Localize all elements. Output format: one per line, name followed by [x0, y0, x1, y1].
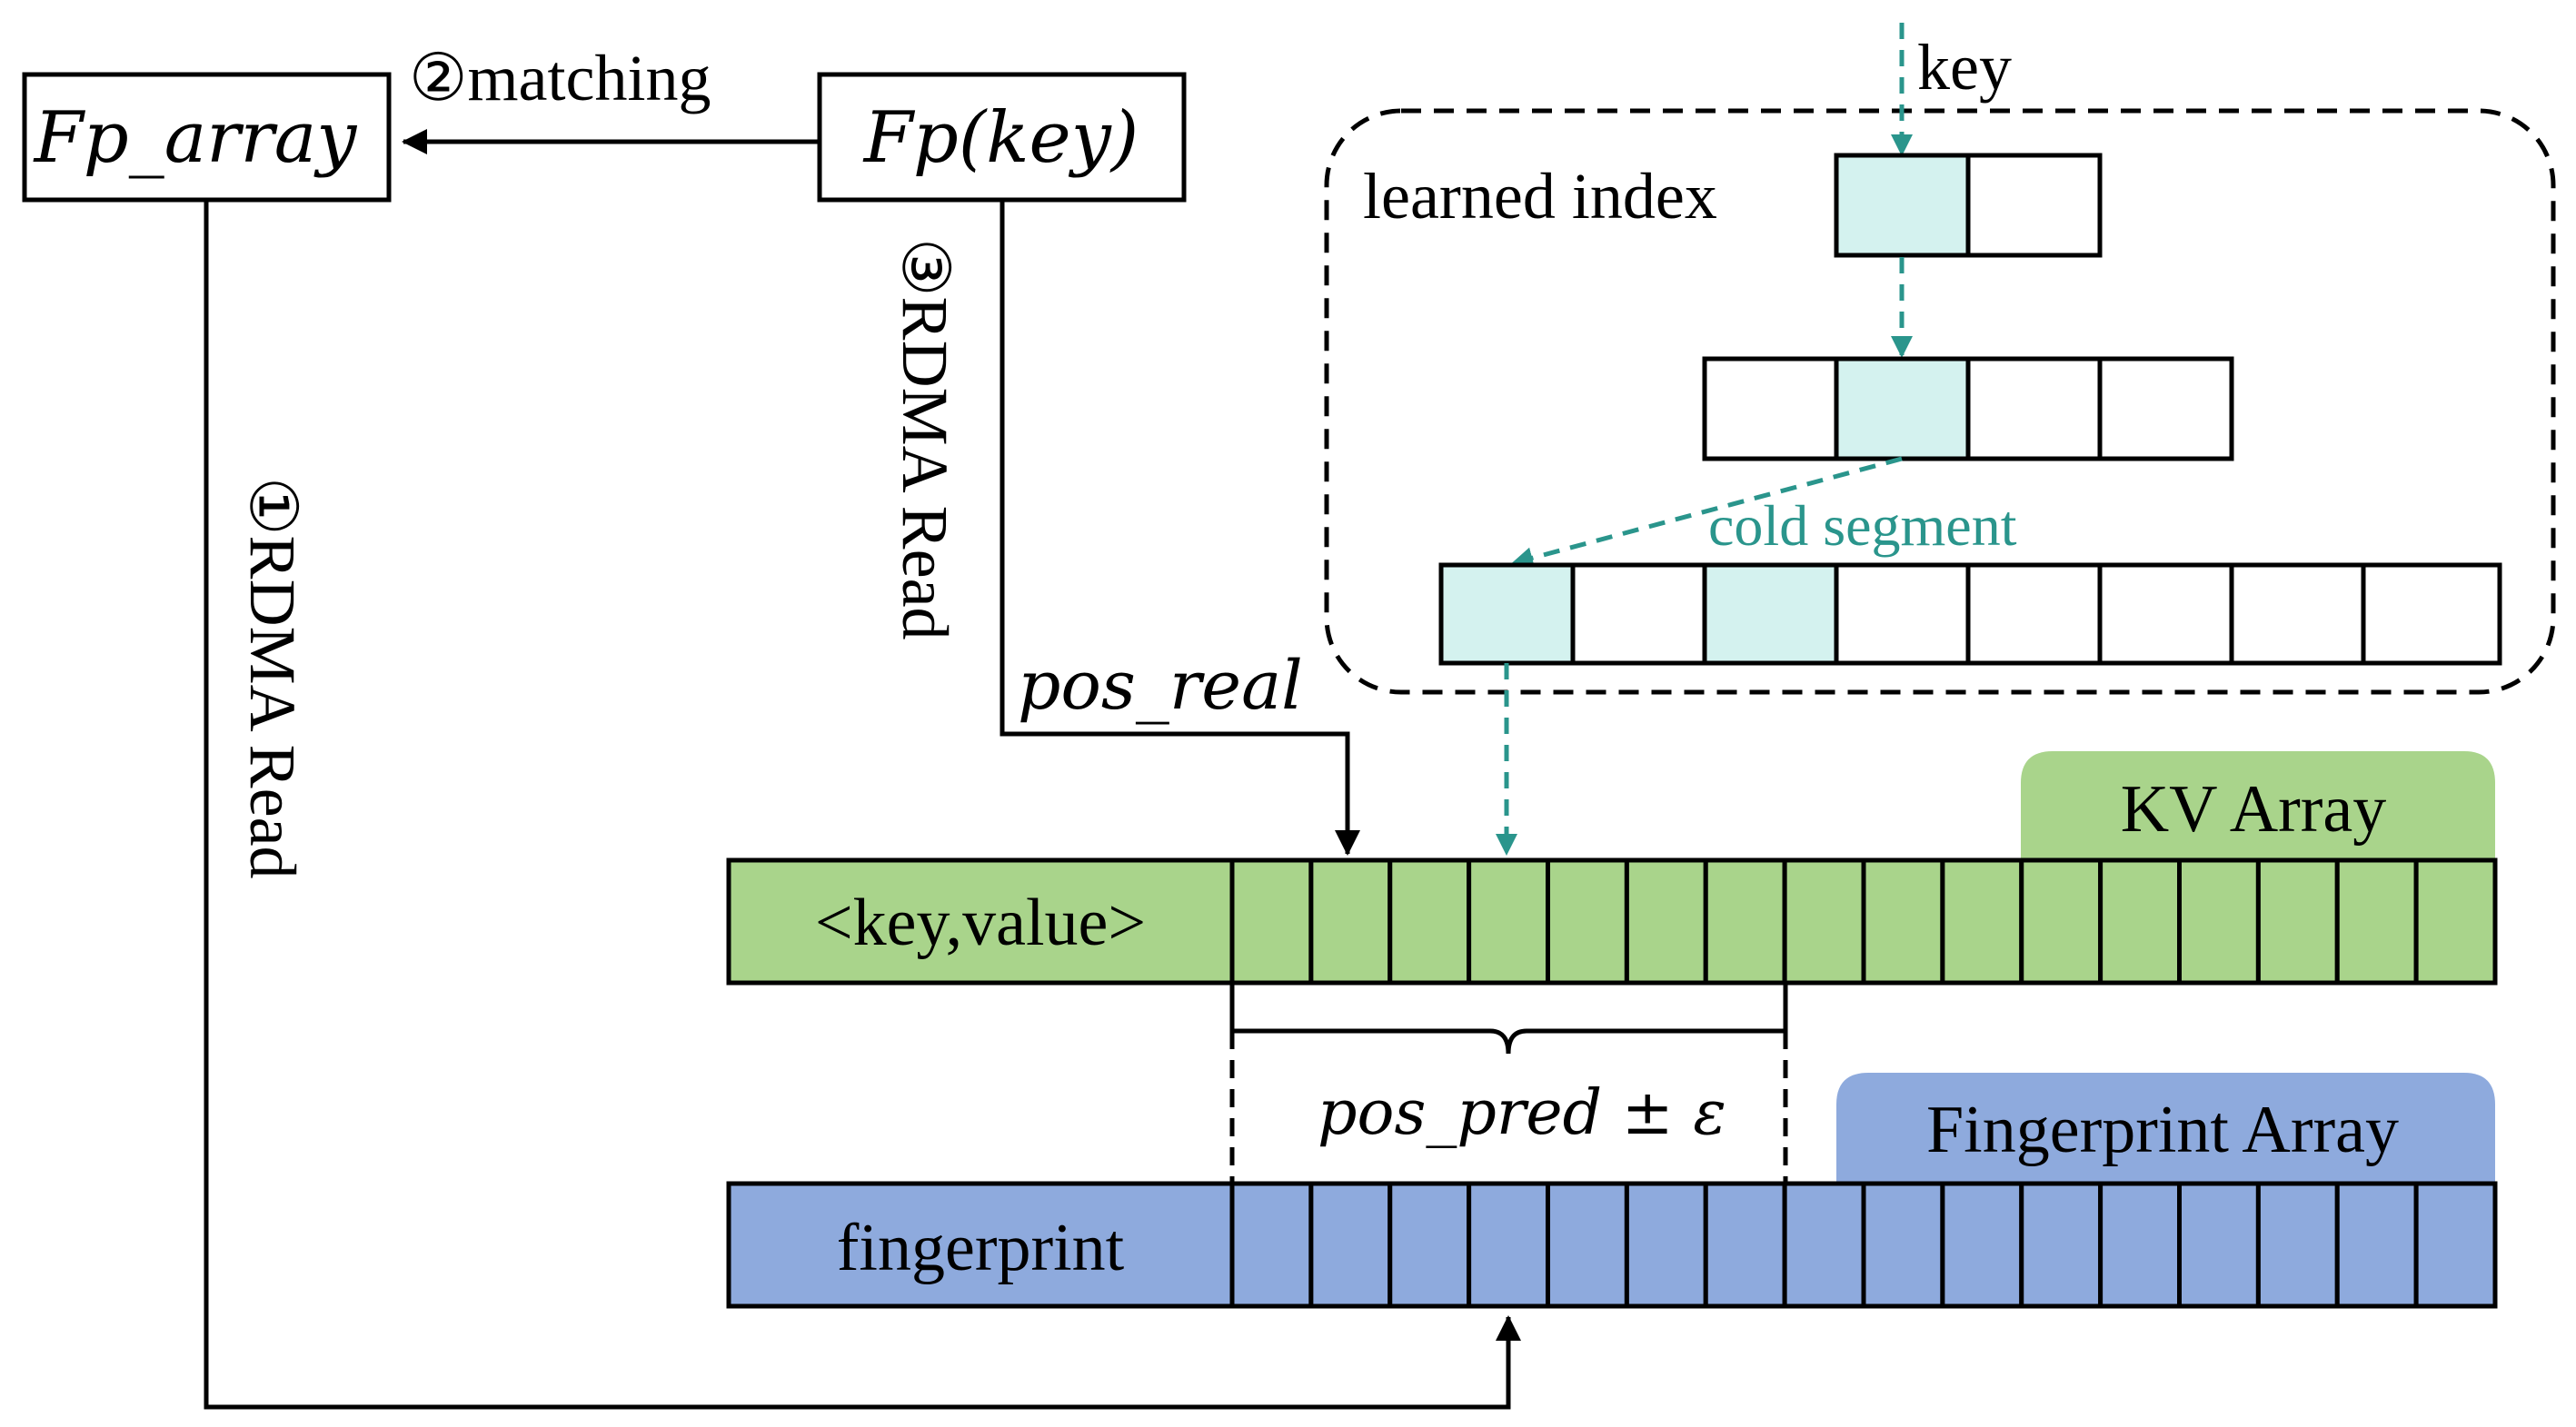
index-cell — [2229, 562, 2366, 666]
index-cell — [2097, 562, 2234, 666]
learned-index-container — [1324, 108, 2556, 695]
rdma-read-3-label: ③RDMA Read — [889, 238, 961, 640]
array-cell — [2098, 857, 2182, 986]
kv-array-tab — [2021, 751, 2495, 860]
array-cell — [2334, 857, 2419, 986]
rdma-read-1-path — [204, 200, 1521, 1410]
array-cell — [1624, 1181, 1708, 1309]
index-cell — [1965, 153, 2103, 258]
array-cell — [1703, 857, 1787, 986]
array-cell — [1782, 1181, 1866, 1309]
array-cell — [1308, 857, 1393, 986]
array-cell — [2019, 1181, 2104, 1309]
array-cell — [1861, 857, 1945, 986]
kv-array-tab-label: KV Array — [2121, 772, 2387, 847]
index-level-3 — [1438, 562, 2502, 666]
array-cell — [1940, 857, 2024, 986]
array-cell — [2098, 1181, 2182, 1309]
index-cell — [1438, 562, 1576, 666]
rdma-read-1-label: ①RDMA Read — [236, 477, 309, 879]
array-cell — [1467, 857, 1550, 986]
rdma-read-3-path — [1000, 200, 1360, 856]
fp-array-label: Fp_array — [33, 97, 358, 179]
level2-to-level3-arrow — [1511, 456, 1903, 569]
index-cell — [1965, 356, 2103, 461]
array-cell — [2019, 857, 2104, 986]
array-cell — [2255, 1181, 2340, 1309]
fp-array-node: Fp_array — [22, 72, 392, 203]
key-label: key — [1917, 31, 2012, 104]
index-cell — [1834, 562, 1971, 666]
array-cell — [1861, 1181, 1945, 1309]
index-level-2 — [1702, 356, 2234, 461]
index-level-1 — [1834, 153, 2103, 258]
array-cell — [1387, 857, 1472, 986]
pos-pred-label: pos_pred ± ε — [1318, 1077, 1726, 1149]
fingerprint-row-label: fingerprint — [837, 1211, 1125, 1285]
kv-row-label: <key,value> — [815, 886, 1146, 960]
array-cell — [2334, 1181, 2419, 1309]
array-cell — [2413, 857, 2498, 986]
array-cell — [2177, 1181, 2261, 1309]
array-cell — [1703, 1181, 1787, 1309]
index-cell — [1834, 153, 1971, 258]
index-cell — [1570, 562, 1707, 666]
array-cell — [2255, 857, 2340, 986]
learned-index-label: learned index — [1363, 160, 1717, 233]
pos-real-label: pos_real — [1018, 647, 1303, 725]
kv-array-row: <key,value> — [726, 857, 2498, 986]
array-cell — [2413, 1181, 2498, 1309]
fp-key-node: Fp(key) — [817, 72, 1187, 203]
array-cell — [1229, 857, 1314, 986]
fingerprint-array-row: fingerprint — [726, 1181, 2498, 1309]
index-cell — [1702, 356, 1839, 461]
array-cell — [1467, 1181, 1550, 1309]
array-cell — [1229, 1181, 1314, 1309]
fp-key-label: Fp(key) — [862, 97, 1139, 179]
index-cell — [2361, 562, 2502, 666]
matching-label: ②matching — [409, 42, 711, 114]
array-cell — [1308, 1181, 1393, 1309]
array-cell — [1782, 857, 1866, 986]
array-cell — [2177, 857, 2261, 986]
fingerprint-array-tab — [1836, 1073, 2495, 1184]
array-cell — [1546, 1181, 1629, 1309]
array-cell — [1940, 1181, 2024, 1309]
fingerprint-array-tab-label: Fingerprint Array — [1926, 1093, 2399, 1167]
cold-segment-label: cold segment — [1708, 493, 2017, 558]
pos-pred-bracket — [1229, 983, 1788, 1055]
index-cell — [2097, 356, 2234, 461]
array-cell — [1624, 857, 1708, 986]
index-cell — [1702, 562, 1839, 666]
index-cell — [1965, 562, 2103, 666]
index-cell — [1834, 356, 1971, 461]
array-cell — [1387, 1181, 1472, 1309]
array-cell — [1546, 857, 1629, 986]
